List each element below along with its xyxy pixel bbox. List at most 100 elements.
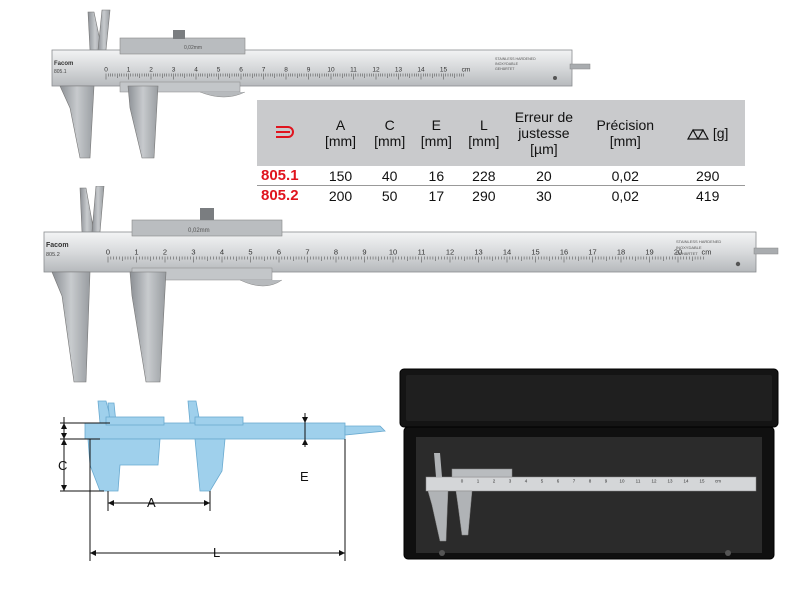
scale-number: 11: [350, 67, 357, 74]
scale-number: 3: [172, 67, 176, 74]
stamp-line-2: INOXYDABLE: [676, 245, 702, 250]
stamp-line-3: GEHÄRTET: [676, 251, 698, 256]
col-header-weight: [g]: [670, 100, 745, 166]
scale-number: 5: [541, 479, 544, 484]
col-header-c-name: C: [384, 117, 395, 133]
col-header-precision: Précision[mm]: [580, 100, 671, 166]
vernier-label: 0,02mm: [188, 228, 210, 234]
scale-number: 10: [327, 67, 335, 74]
brand-mark: Facom: [54, 61, 73, 67]
ref-cell: 805.2: [261, 187, 299, 204]
scale-number: 12: [372, 67, 380, 74]
scale-number: 8: [284, 67, 288, 74]
brand-header-cell: [257, 100, 315, 166]
scale-number: 8: [589, 479, 592, 484]
scale-number: cm: [462, 67, 471, 74]
col-header-e-name: E: [431, 117, 442, 133]
scale-number: 9: [605, 479, 608, 484]
col-header-weight-unit: [g]: [712, 125, 729, 141]
scale-number: 15: [699, 479, 705, 484]
col-header-precision-unit: [mm]: [609, 133, 641, 149]
caliper-805-1-photo: 0,02mm Facom 805.1 STAINLESS HARDENED IN…: [51, 9, 591, 159]
cell-precision: 0,02: [580, 166, 671, 186]
scale-number: 14: [503, 248, 511, 257]
cell-e: 16: [412, 166, 461, 186]
cell-error: 30: [536, 187, 552, 204]
scale-number: 10: [389, 248, 397, 257]
col-header-l-name: L: [479, 117, 488, 133]
scale-number: 1: [134, 248, 138, 257]
scale-number: 13: [667, 479, 673, 484]
dim-label-c: C: [58, 458, 67, 473]
col-header-precision-name: Précision: [596, 117, 655, 133]
table-row: 805.1 150 40 16 228 20 0,02 290: [257, 166, 745, 186]
dim-label-l: L: [213, 545, 220, 560]
scale-number: 5: [248, 248, 252, 257]
scale-number: 7: [573, 479, 576, 484]
scale-number: 2: [493, 479, 496, 484]
scale-number: 6: [557, 479, 560, 484]
col-header-error-unit: [µm]: [530, 141, 558, 157]
col-header-a-name: A: [335, 117, 346, 133]
scale-number: 2: [163, 248, 167, 257]
scale-number: 9: [307, 67, 311, 74]
scale-number: 13: [474, 248, 482, 257]
col-header-error-line1: Erreur de: [514, 109, 574, 125]
scale-number: 17: [588, 248, 596, 257]
scale-number: 13: [395, 67, 403, 74]
scale-number: 20: [674, 248, 682, 257]
col-header-c: C[mm]: [366, 100, 413, 166]
brand-mark: Facom: [46, 242, 69, 249]
scale-number: 8: [334, 248, 338, 257]
scale-number: 11: [418, 248, 426, 257]
scale-number: 7: [262, 67, 266, 74]
scale-number: 15: [440, 67, 448, 74]
scale-number: 16: [560, 248, 568, 257]
scale-number: 10: [619, 479, 625, 484]
scale-number: 15: [531, 248, 539, 257]
col-header-a-unit: [mm]: [324, 133, 357, 149]
facom-logo-icon: [275, 125, 294, 138]
cell-weight: 290: [670, 166, 745, 186]
model-number: 805.2: [46, 252, 60, 258]
scale-number: 3: [509, 479, 512, 484]
scale-number: 9: [362, 248, 366, 257]
scale-number: 0: [104, 67, 108, 74]
scale-number: 4: [525, 479, 528, 484]
scale-number: 12: [446, 248, 454, 257]
cell-c: 40: [366, 166, 413, 186]
cell-l: 228: [460, 166, 508, 186]
col-header-a: A[mm]: [314, 100, 367, 166]
cell-e: 17: [428, 187, 445, 204]
caliper-805-2-photo: 0,02mm Facom 805.2 STAINLESS HARDENED IN…: [43, 186, 779, 383]
vernier-label: 0,02mm: [184, 45, 202, 51]
ref-cell: 805.1: [257, 166, 315, 186]
scale-number: 14: [683, 479, 689, 484]
cell-c: 50: [381, 187, 398, 204]
dimension-diagram: C E A L: [58, 400, 386, 561]
scale-number: 1: [127, 67, 131, 74]
stamp-line-1: STAINLESS HARDENED: [676, 239, 721, 244]
dim-label-e: E: [300, 469, 309, 484]
stamp-line-2: INOXYDABLE: [495, 62, 519, 66]
col-header-e-unit: [mm]: [420, 133, 452, 149]
scale-number: 19: [645, 248, 653, 257]
stamp-line-3: GEHÄRTET: [495, 67, 515, 71]
scale-number: 12: [651, 479, 657, 484]
scale-number: 6: [277, 248, 281, 257]
cell-l: 290: [472, 187, 496, 204]
scale-number: 0: [461, 479, 464, 484]
balance-scale-icon: [686, 129, 709, 140]
cell-weight: 419: [696, 187, 720, 204]
scale-number: 14: [417, 67, 425, 74]
dim-label-a: A: [147, 495, 156, 510]
cell-a: 150: [314, 166, 367, 186]
col-header-error-line2: justesse: [518, 125, 570, 141]
scale-number: 0: [106, 248, 110, 257]
